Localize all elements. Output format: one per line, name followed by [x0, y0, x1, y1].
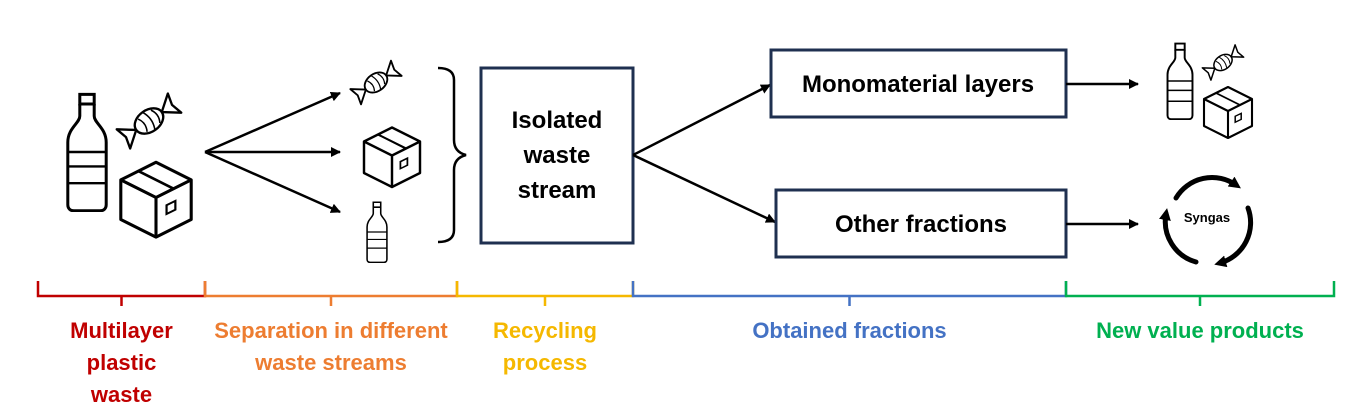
stage-bracket	[36, 281, 207, 306]
stage-label: process	[503, 350, 587, 375]
candy-wrapper-icon	[115, 92, 183, 150]
stage-label: Separation in different	[214, 318, 448, 343]
cardboard-box-icon	[119, 160, 193, 239]
bottle-icon	[1166, 42, 1194, 120]
stage-bracket	[1064, 281, 1336, 306]
cardboard-box-icon	[1202, 85, 1254, 140]
fraction-arrows	[632, 83, 776, 224]
stage-bracket	[631, 281, 1068, 306]
stage-label: waste streams	[254, 350, 407, 375]
stage-bracket	[455, 281, 635, 306]
bottle-icon	[366, 201, 388, 263]
stage-label: Multilayer	[70, 318, 173, 343]
separation-arrows	[204, 91, 341, 214]
stage-label: plastic	[87, 350, 157, 375]
stage-label: Obtained fractions	[752, 318, 946, 343]
stage-brackets: Multilayer plastic waste Separation in diff…	[36, 281, 1336, 407]
syngas-label: Syngas	[1184, 210, 1230, 225]
other-fractions-box	[774, 188, 1068, 259]
grouping-bracket	[437, 66, 467, 244]
isolated-line-3: stream	[518, 177, 597, 204]
cardboard-box-icon	[362, 126, 422, 189]
other-fractions-label: Other fractions	[835, 211, 1007, 238]
monomaterial-layers-box	[769, 48, 1068, 119]
monomaterial-layers-label: Monomaterial layers	[802, 71, 1034, 98]
stage-label: New value products	[1096, 318, 1304, 343]
stage-label: Recycling	[493, 318, 597, 343]
product-arrows	[1066, 79, 1139, 229]
candy-wrapper-icon	[1201, 43, 1245, 82]
isolated-line-2: waste	[523, 142, 591, 169]
recycle-cycle-icon	[1159, 175, 1254, 268]
isolated-line-1: Isolated	[512, 107, 603, 134]
candy-wrapper-icon	[349, 59, 403, 106]
stage-bracket	[203, 281, 459, 306]
bottle-icon	[66, 92, 108, 212]
stage-label: waste	[90, 382, 152, 407]
